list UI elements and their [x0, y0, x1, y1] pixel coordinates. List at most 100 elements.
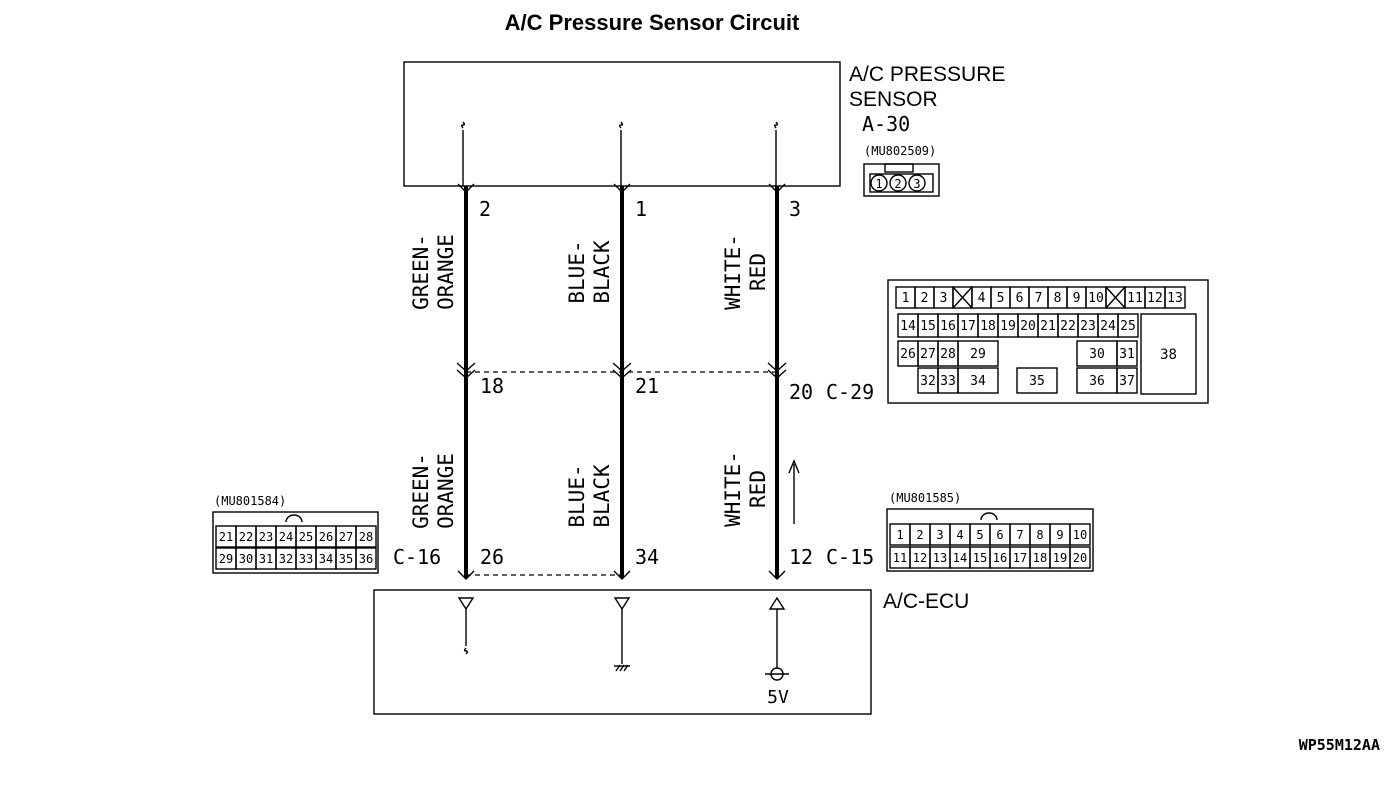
- connector-pin-label: 22: [239, 530, 253, 544]
- connector-pin-label: 7: [1035, 291, 1043, 306]
- junction-pin-number: 21: [635, 374, 659, 398]
- connector-pin-label: 9: [1073, 291, 1081, 306]
- connector-pin-label: 36: [1089, 374, 1105, 389]
- connector-pin-label: 3: [936, 528, 943, 542]
- connector-pin-label: 18: [980, 319, 996, 334]
- connector-cavity: [957, 340, 999, 367]
- connector-pin-label: 15: [973, 551, 987, 565]
- sensor-connector-chevrons: [457, 183, 786, 193]
- connector-pin-label: 7: [1016, 528, 1023, 542]
- connector-lock-tab: [285, 514, 303, 523]
- connector-pin-label: 33: [299, 552, 313, 566]
- sensor-pin-label: 3: [913, 177, 920, 191]
- connector-pin-label: 25: [1120, 319, 1136, 334]
- connector-pin-label: 15: [920, 319, 936, 334]
- connector-cavity: [1116, 340, 1138, 367]
- connector-pin-label: 23: [1080, 319, 1096, 334]
- connector-pin-label: 14: [953, 551, 967, 565]
- connector-pin-label: 35: [339, 552, 353, 566]
- blocked-cavity-mark: [952, 286, 973, 309]
- sensor-pin-number: 1: [635, 197, 647, 221]
- sensor-pin-number: 2: [479, 197, 491, 221]
- connector-pin-label: 11: [893, 551, 907, 565]
- connector-pin-label: 8: [1054, 291, 1062, 306]
- connector-c15-label: C-15: [826, 545, 874, 569]
- connector-pin-label: 21: [1040, 319, 1056, 334]
- ecu-name: A/C-ECU: [883, 590, 969, 613]
- sensor-connector-id: A-30: [862, 112, 910, 136]
- connector-pin-label: 27: [920, 347, 936, 362]
- wire-color-lower-1: GREEN-: [409, 453, 433, 529]
- sensor-name-line2: SENSOR: [849, 88, 938, 111]
- connector-cavity: [1116, 367, 1138, 394]
- connector-pin-label: 31: [259, 552, 273, 566]
- connector-pin-label: 20: [1073, 551, 1087, 565]
- connector-pin-label: 22: [1060, 319, 1076, 334]
- connector-c16-part: (MU801584): [214, 494, 286, 508]
- sensor-pin-label: 2: [894, 177, 901, 191]
- connector-pin-label: 26: [900, 347, 916, 362]
- connector-pin-label: 20: [1020, 319, 1036, 334]
- connector-pin-label: 21: [219, 530, 233, 544]
- connector-pin-label: 27: [339, 530, 353, 544]
- connector-pin-label: 1: [896, 528, 903, 542]
- connector-cavity: [957, 367, 999, 394]
- connector-pin-label: 28: [940, 347, 956, 362]
- wire-color-lower-2: ORANGE: [434, 453, 458, 529]
- connector-pin-label: 37: [1119, 374, 1135, 389]
- ecu-box: [373, 589, 872, 715]
- connector-pin-label: 18: [1033, 551, 1047, 565]
- connector-pin-label: 38: [1160, 347, 1177, 363]
- connector-pin-label: 25: [299, 530, 313, 544]
- connector-c29-label: C-29: [826, 380, 874, 404]
- connector-pin-label: 12: [1147, 291, 1163, 306]
- connector-pin-label: 32: [920, 374, 936, 389]
- junction-pin-number: 20: [789, 380, 813, 404]
- signal-direction-arrow-icon: [788, 459, 800, 524]
- connector-pin-label: 16: [940, 319, 956, 334]
- connector-pin-label: 33: [940, 374, 956, 389]
- connector-pin-label: 30: [239, 552, 253, 566]
- ecu-pin-number: 12: [789, 545, 813, 569]
- junction-pin-number: 18: [480, 374, 504, 398]
- connector-pin-label: 26: [319, 530, 333, 544]
- connector-pin-label: 11: [1127, 291, 1143, 306]
- connector-pin-label: 31: [1119, 347, 1135, 362]
- wire-color-upper-1: WHITE-: [721, 234, 745, 310]
- wire-color-upper-1: BLUE-: [565, 240, 589, 303]
- connector-cavity: [1069, 523, 1091, 546]
- wire-color-lower-2: RED: [746, 470, 770, 508]
- connector-pin-label: 29: [219, 552, 233, 566]
- connector-cavity: [1016, 367, 1058, 394]
- wire-color-lower-1: BLUE-: [565, 464, 589, 527]
- wire-color-lower-2: BLACK: [590, 464, 614, 528]
- connector-cavity: [355, 525, 377, 548]
- sensor-pin-label: 1: [875, 177, 882, 191]
- connector-pin-label: 9: [1056, 528, 1063, 542]
- connector-pin-label: 36: [359, 552, 373, 566]
- connector-c16-label: C-16: [393, 545, 441, 569]
- connector-pin-label: 29: [970, 347, 986, 362]
- connector-pin-label: 35: [1029, 374, 1045, 389]
- connector-pin-label: 32: [279, 552, 293, 566]
- connector-cavity: [355, 547, 377, 570]
- connector-pin-label: 28: [359, 530, 373, 544]
- connector-lock-tab: [980, 512, 998, 521]
- sensor-connector-face: 1 2 3: [863, 163, 940, 197]
- wire-color-upper-2: ORANGE: [434, 234, 458, 310]
- ecu-voltage-label: 5V: [767, 687, 789, 708]
- sensor-pin-number: 3: [789, 197, 801, 221]
- sensor-internal-leads: [460, 121, 779, 186]
- connector-pin-label: 6: [996, 528, 1003, 542]
- connector-cavity: [1117, 313, 1139, 338]
- connector-pin-label: 24: [279, 530, 293, 544]
- connector-pin-label: 2: [921, 291, 929, 306]
- connector-pin-label: 1: [902, 291, 910, 306]
- connector-cavity: [1140, 313, 1197, 395]
- connector-pin-label: 34: [970, 374, 986, 389]
- figure-code: WP55M12AA: [1299, 736, 1380, 754]
- blocked-cavity-mark: [1105, 286, 1126, 309]
- connector-pin-label: 17: [960, 319, 976, 334]
